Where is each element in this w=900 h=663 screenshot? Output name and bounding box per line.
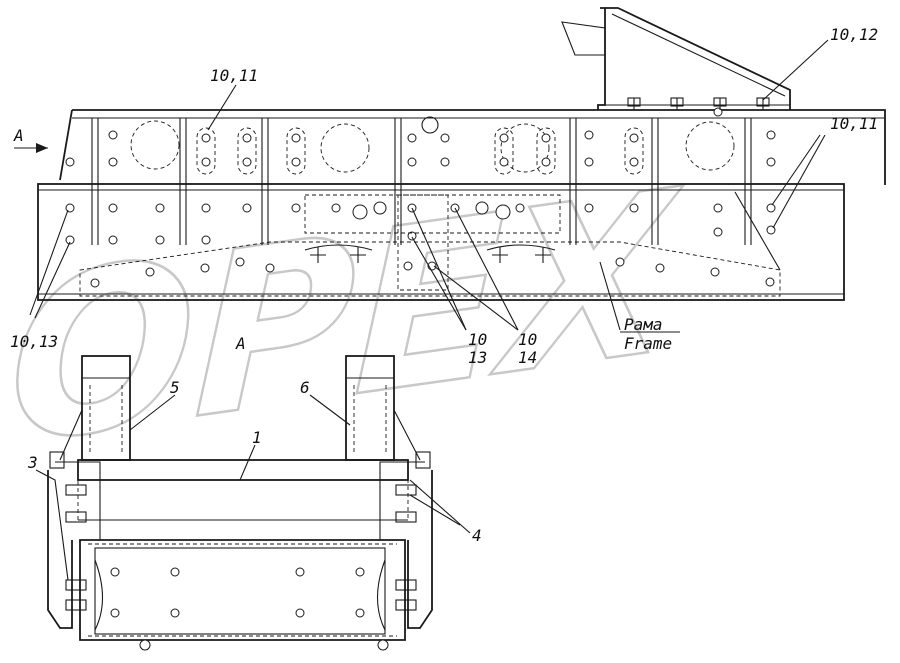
callout-6: 6 [300,378,310,397]
callout-10-a: 10 [468,330,488,349]
section-a-view [35,355,471,651]
callout-10-b: 10 [518,330,538,349]
callout-13: 13 [468,348,488,367]
callout-5: 5 [170,378,180,397]
callout-3: 3 [28,453,38,472]
view-arrow-a [14,143,48,153]
callout-10-13: 10,13 [10,332,59,351]
frame-label-ru: Рама [624,315,663,334]
view-label-a-arrow: A [14,126,24,145]
frame-label-en: Frame [624,334,673,353]
callout-1: 1 [252,428,262,447]
callout-4: 4 [472,526,482,545]
view-label-a-section: A [236,334,246,353]
callout-10-11-right: 10,11 [830,114,879,133]
leader-lines-top [29,39,829,333]
callout-10-12: 10,12 [830,25,879,44]
callout-10-11-left: 10,11 [210,66,259,85]
callout-14: 14 [518,348,538,367]
